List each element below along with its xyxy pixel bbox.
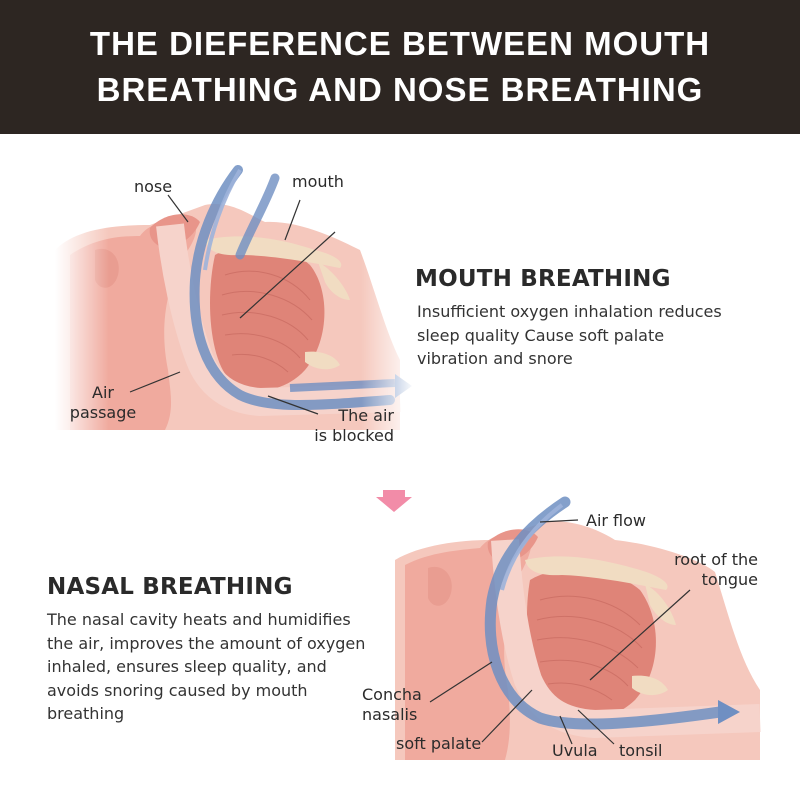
nasal-text-line: the air, improves the amount of oxygen	[47, 632, 377, 656]
mouth-breathing-description: Insufficient oxygen inhalation reduces s…	[417, 300, 757, 371]
label-tonsil: tonsil	[619, 741, 662, 761]
mouth-breathing-heading: MOUTH BREATHING	[415, 266, 671, 292]
title-line-1: THE DIEFERENCE BETWEEN MOUTH	[90, 25, 710, 62]
label-soft-palate: soft palate	[396, 734, 481, 754]
label-air-blocked-line1: The air	[296, 406, 394, 426]
mouth-text-line: Insufficient oxygen inhalation reduces	[417, 300, 757, 324]
nasal-text-line: The nasal cavity heats and humidifies	[47, 608, 377, 632]
transition-arrow	[376, 490, 412, 512]
label-air-passage-line2: passage	[68, 403, 138, 423]
page-title: THE DIEFERENCE BETWEEN MOUTH BREATHING A…	[40, 21, 760, 113]
label-air-flow: Air flow	[586, 511, 646, 531]
label-concha-nasalis: Concha nasalis	[362, 685, 422, 725]
nasal-text-line: inhaled, ensures sleep quality, and	[47, 655, 377, 679]
label-nose: nose	[134, 177, 172, 197]
nasal-breathing-illustration	[395, 502, 760, 760]
label-root-of-tongue: root of the tongue	[650, 550, 758, 590]
nasal-text-line: avoids snoring caused by mouth	[47, 679, 377, 703]
label-root-line1: root of the	[650, 550, 758, 570]
label-air-blocked-line2: is blocked	[296, 426, 394, 446]
label-root-line2: tongue	[650, 570, 758, 590]
title-banner: THE DIEFERENCE BETWEEN MOUTH BREATHING A…	[0, 0, 800, 134]
nasal-breathing-heading: NASAL BREATHING	[47, 574, 293, 600]
nasal-breathing-description: The nasal cavity heats and humidifies th…	[47, 608, 377, 726]
label-mouth: mouth	[292, 172, 344, 192]
nasal-text-line: breathing	[47, 702, 377, 726]
label-concha-line1: Concha	[362, 685, 422, 705]
label-uvula: Uvula	[552, 741, 598, 761]
mouth-text-line: vibration and snore	[417, 347, 757, 371]
title-line-2: BREATHING AND NOSE BREATHING	[97, 71, 704, 108]
label-air-passage: Air passage	[68, 383, 138, 423]
label-concha-line2: nasalis	[362, 705, 422, 725]
label-air-blocked: The air is blocked	[296, 406, 394, 446]
mouth-text-line: sleep quality Cause soft palate	[417, 324, 757, 348]
label-air-passage-line1: Air	[68, 383, 138, 403]
